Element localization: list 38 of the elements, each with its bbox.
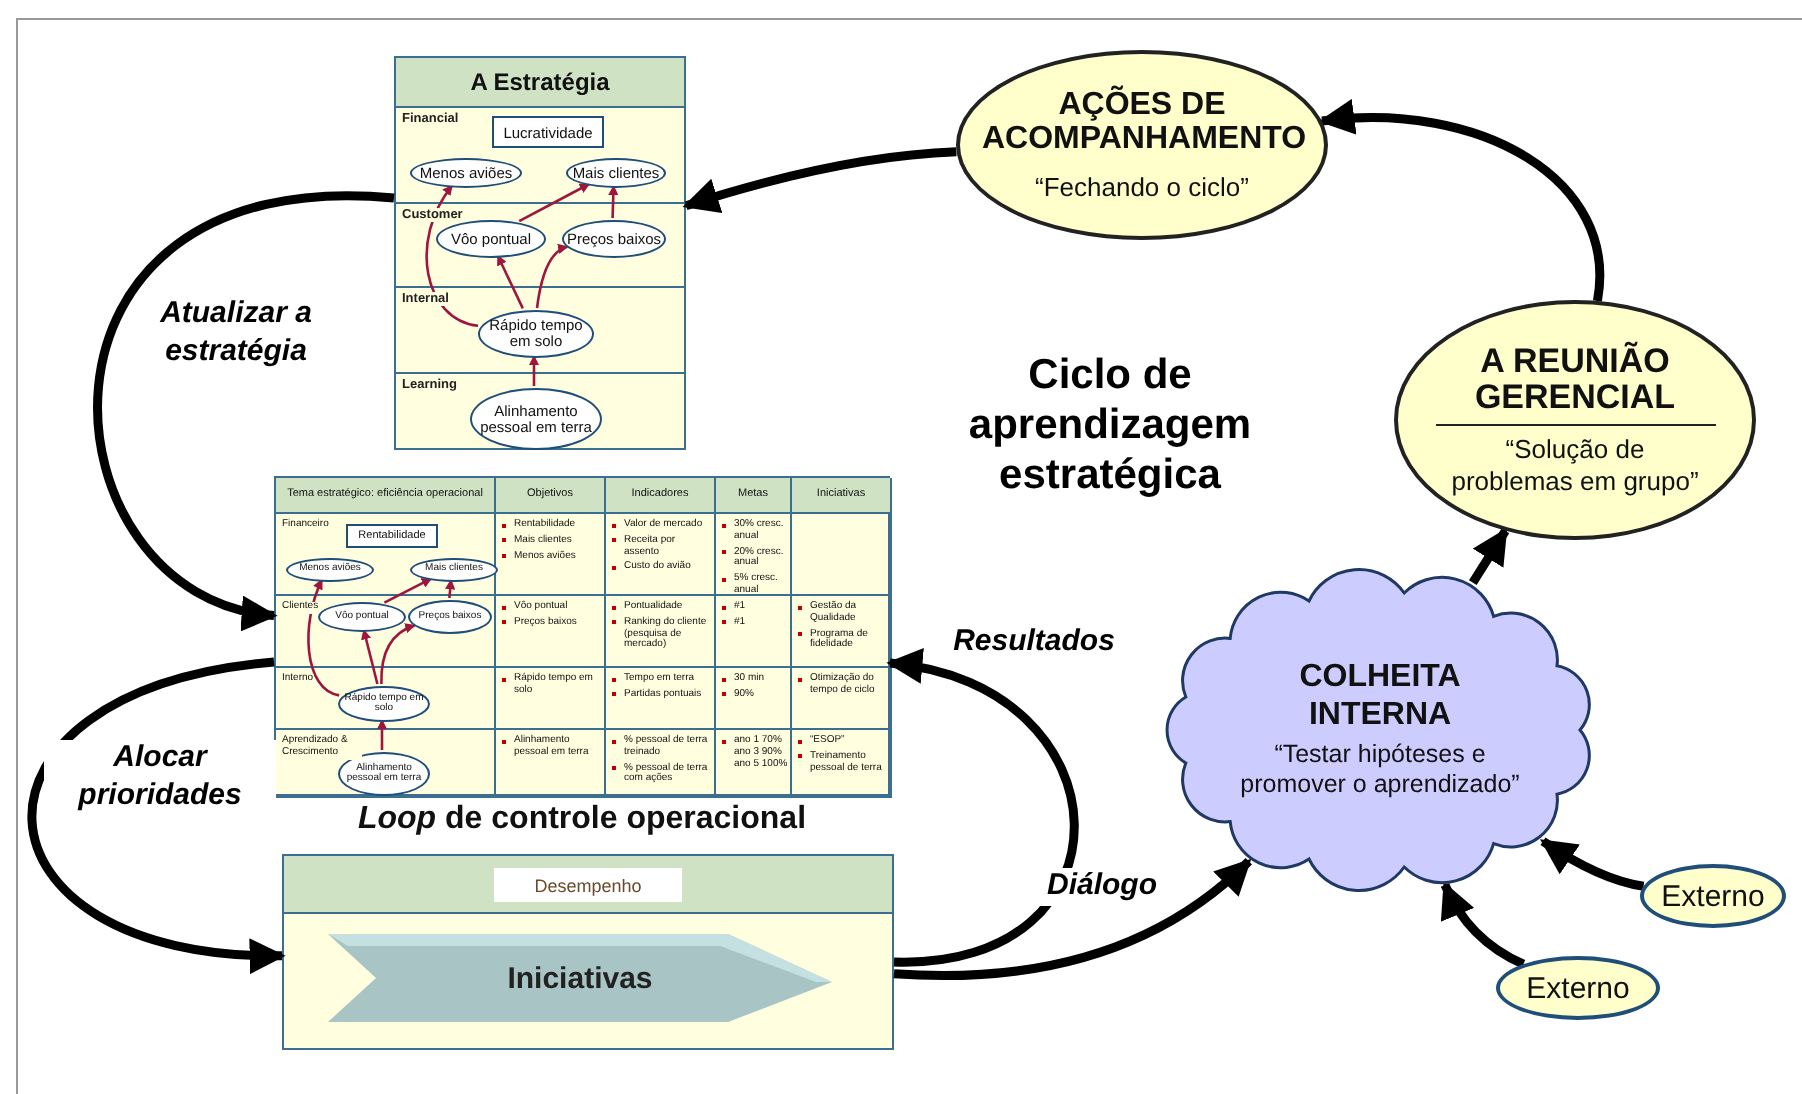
stage-subtitle: “Testar hipóteses e promover o aprendizado” xyxy=(1238,739,1522,800)
arrow xyxy=(496,254,524,309)
arrow xyxy=(535,244,569,309)
arrow xyxy=(528,354,540,386)
arrow xyxy=(1318,100,1605,302)
arrow xyxy=(425,184,479,328)
arrow xyxy=(1440,881,1526,969)
arrow xyxy=(380,623,416,684)
arrow xyxy=(27,657,286,972)
performance-box: Desempenho xyxy=(494,868,682,902)
stage-subtitle: “Fechando o ciclo” xyxy=(1033,171,1251,203)
arrow xyxy=(893,857,1252,980)
arrow xyxy=(608,184,619,219)
panel-title: A Estratégia xyxy=(396,58,684,108)
arrow xyxy=(518,182,591,223)
input-ellipse: Externo xyxy=(1640,864,1786,928)
arrow xyxy=(307,578,340,697)
arrow xyxy=(383,577,433,604)
arrow xyxy=(1540,837,1645,891)
arrow xyxy=(361,629,379,685)
stage-title: A REUNIÃO GERENCIAL xyxy=(1435,343,1715,427)
strategy-map-panel xyxy=(394,56,686,450)
diagram-title: Ciclo de aprendizagem estratégica xyxy=(966,350,1254,502)
edge-label: Resultados xyxy=(951,624,1117,662)
initiatives-panel xyxy=(282,854,894,1050)
initiatives-chevron: Iniciativas xyxy=(328,934,832,1022)
stage-title: AÇÕES DE ACOMPANHAMENTO xyxy=(982,87,1302,161)
edge-label: Alocar prioridades xyxy=(44,740,276,815)
input-ellipse: Externo xyxy=(1496,956,1660,1020)
arrow xyxy=(376,718,388,750)
stage-title: COLHEITA INTERNA xyxy=(1297,660,1463,734)
arrow xyxy=(886,651,1079,967)
arrow xyxy=(1469,527,1510,585)
stage-subtitle: “Solução de problemas em grupo” xyxy=(1449,434,1701,497)
arrow xyxy=(94,193,394,627)
section-caption: Loop de controle operacional xyxy=(355,802,809,838)
arrow xyxy=(445,578,456,599)
arrow xyxy=(682,147,957,214)
